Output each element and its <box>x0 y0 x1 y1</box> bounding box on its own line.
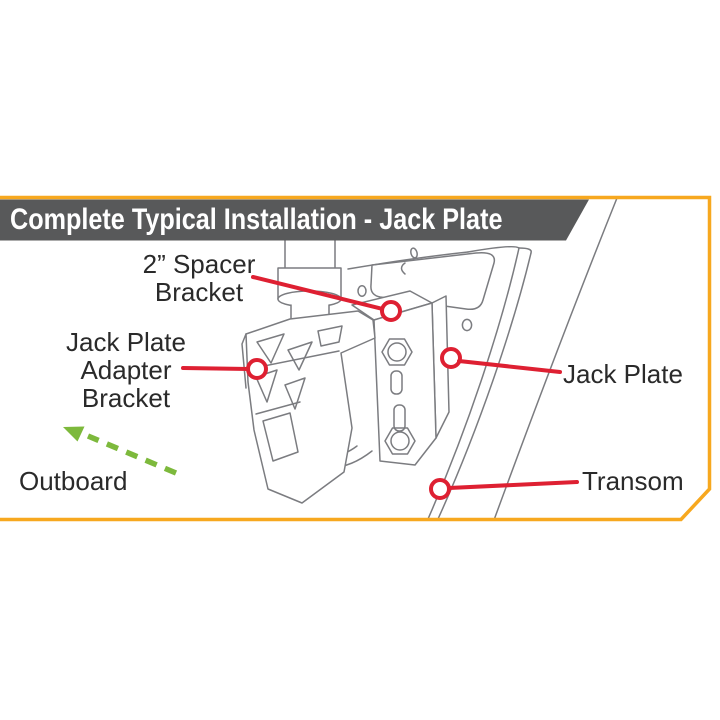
outboard-label: Outboard <box>19 466 128 496</box>
callout-adapter-bracket <box>181 358 268 380</box>
jack-plate-line-art <box>241 197 618 521</box>
adapter-bracket-label-line2: Adapter <box>80 355 172 385</box>
page-title: Complete Typical Installation - Jack Pla… <box>10 200 596 240</box>
jack-plate-label: Jack Plate <box>563 359 683 389</box>
adapter-bracket-label-line1: Jack Plate <box>66 327 186 357</box>
spacer-bracket-label-line1: 2” Spacer <box>142 249 256 279</box>
callout-jack-plate <box>440 347 562 374</box>
spacer-bracket-label: 2” Spacer Bracket <box>99 250 299 306</box>
callout-transom <box>429 478 579 500</box>
page-title-text: Complete Typical Installation - Jack Pla… <box>10 203 503 236</box>
adapter-bracket-label: Jack Plate Adapter Bracket <box>31 328 221 412</box>
card-border <box>0 195 712 522</box>
adapter-bracket-label-line3: Bracket <box>81 383 171 413</box>
hull-edge-line <box>493 197 618 521</box>
adapter-bracket-body <box>245 310 376 504</box>
spacer-bracket-label-line2: Bracket <box>154 277 244 307</box>
outboard-direction-arrow <box>63 426 178 476</box>
transom-label: Transom <box>582 466 684 496</box>
title-banner-shape <box>0 199 589 241</box>
callout-spacer-bracket <box>251 275 402 322</box>
